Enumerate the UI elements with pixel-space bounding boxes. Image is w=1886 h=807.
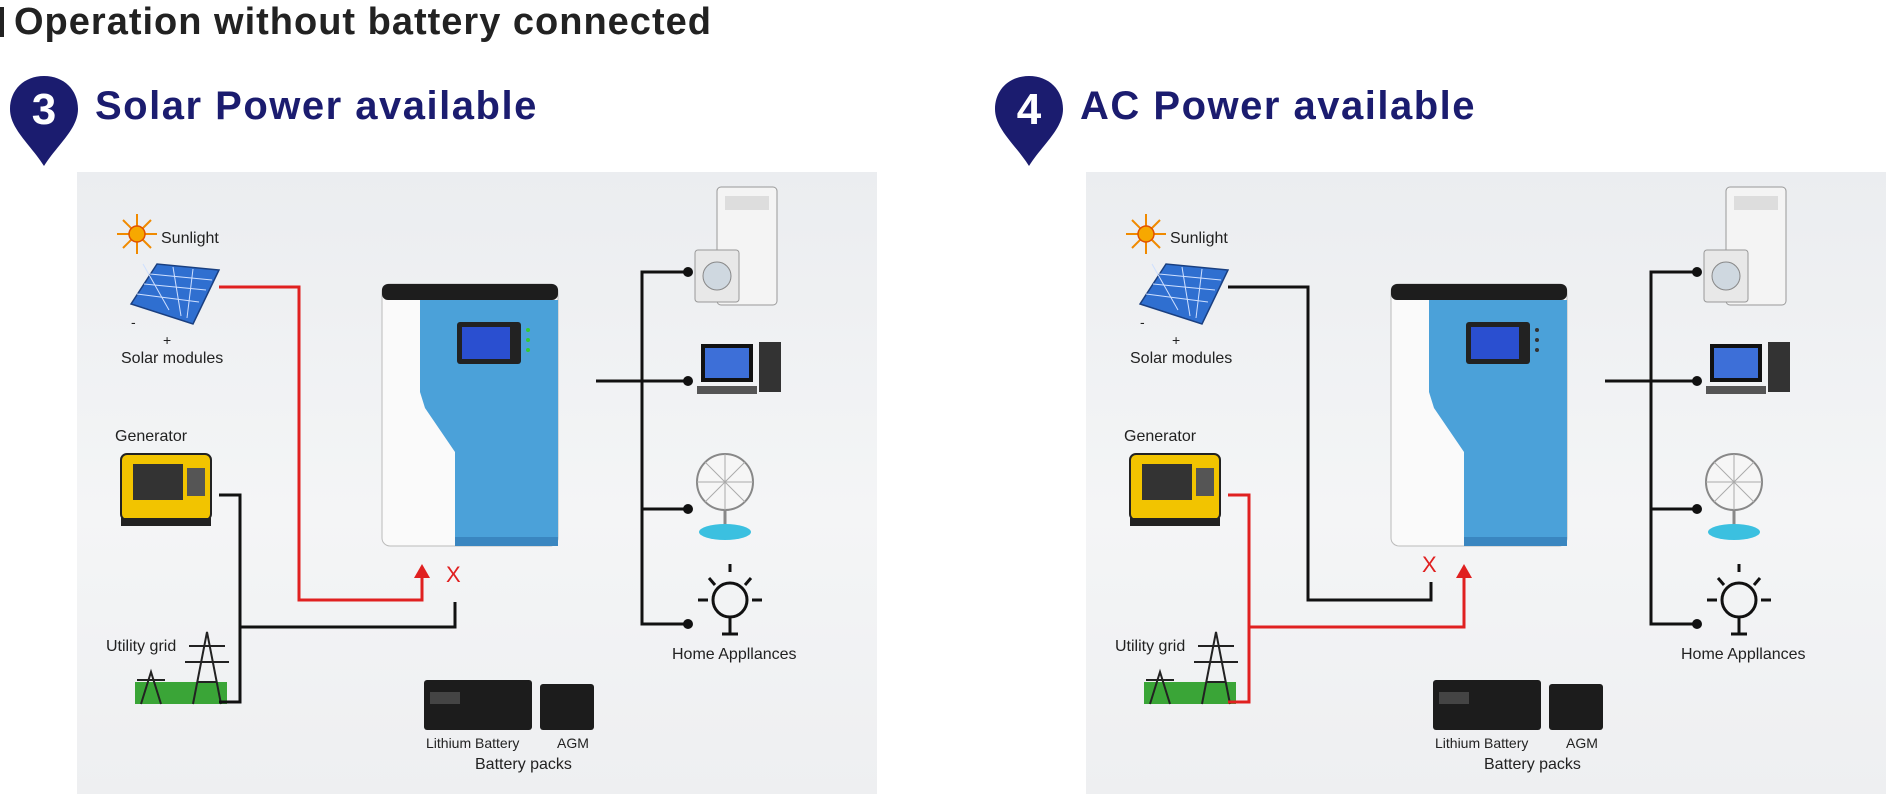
inverter-icon	[1390, 283, 1568, 547]
map-pin-icon: 3	[10, 76, 78, 166]
ac-input-wire	[240, 602, 457, 629]
pv-wire	[219, 285, 424, 602]
plus-terminal-label: +	[163, 332, 172, 348]
air-conditioner-icon	[694, 186, 778, 306]
generator-label: Generator	[115, 428, 188, 445]
blocked-mark: X	[446, 562, 461, 587]
computer-icon	[697, 342, 781, 394]
title-bar-mark	[0, 7, 4, 37]
utility-grid-icon	[1144, 631, 1238, 705]
utility-grid-icon	[135, 631, 229, 705]
section-number: 4	[1017, 85, 1042, 134]
ac-input-wire	[219, 493, 242, 704]
solar-modules-label: Solar modules	[1130, 350, 1233, 367]
section-title: Solar Power available	[95, 84, 538, 128]
inverter-icon	[381, 283, 559, 547]
agm-label: AGM	[557, 735, 589, 751]
fan-icon	[696, 453, 754, 540]
blocked-mark: X	[1422, 552, 1437, 577]
section-number: 3	[32, 85, 56, 134]
ac-input-wire	[1228, 493, 1251, 704]
agm-label: AGM	[1566, 735, 1598, 751]
wiring-diagram	[1126, 186, 1790, 730]
pv-wire	[1228, 285, 1433, 602]
utility-grid-label: Utility grid	[1115, 638, 1186, 655]
sunlight-label: Sunlight	[161, 230, 219, 247]
section-title: AC Power available	[1080, 84, 1477, 128]
plus-terminal-label: +	[1172, 332, 1181, 348]
generator-label: Generator	[1124, 428, 1197, 445]
page-title-text: Operation without battery connected	[14, 0, 712, 43]
flow-arrow-icon	[414, 564, 430, 578]
agm-battery-icon	[540, 684, 594, 730]
lithium-battery-label: Lithium Battery	[426, 735, 520, 751]
fan-icon	[1705, 453, 1763, 540]
lithium-battery-icon	[1433, 680, 1541, 730]
generator-icon	[120, 453, 212, 526]
ac-output-wire	[640, 270, 685, 626]
sun-icon	[117, 214, 157, 254]
light-bulb-icon	[698, 564, 762, 636]
wiring-diagram	[117, 186, 781, 730]
minus-terminal-label: -	[1140, 314, 1145, 330]
light-bulb-icon	[1707, 564, 1771, 636]
computer-icon	[1706, 342, 1790, 394]
sunlight-label: Sunlight	[1170, 230, 1228, 247]
battery-packs-label: Battery packs	[475, 756, 572, 773]
lithium-battery-icon	[424, 680, 532, 730]
utility-grid-label: Utility grid	[106, 638, 177, 655]
ac-input-wire	[1249, 577, 1466, 629]
diagram-panel-ac: Sunlight - + Solar modules Generator Uti…	[1086, 172, 1886, 794]
solar-modules-label: Solar modules	[121, 350, 224, 367]
home-appliances-label: Home Appllances	[672, 646, 797, 663]
air-conditioner-icon	[1703, 186, 1787, 306]
lithium-battery-label: Lithium Battery	[1435, 735, 1529, 751]
solar-panel-icon	[1138, 263, 1230, 325]
solar-panel-icon	[129, 263, 221, 325]
minus-terminal-label: -	[131, 314, 136, 330]
sun-icon	[1126, 214, 1166, 254]
map-pin-icon: 4	[995, 76, 1063, 166]
page-title: Operation without battery connected	[0, 0, 712, 44]
diagram-panel-solar: Sunlight - + Solar modules Generator Uti…	[77, 172, 877, 794]
home-appliances-label: Home Appllances	[1681, 646, 1806, 663]
battery-packs-label: Battery packs	[1484, 756, 1581, 773]
generator-icon	[1129, 453, 1221, 526]
ac-output-wire	[1649, 270, 1694, 626]
agm-battery-icon	[1549, 684, 1603, 730]
flow-arrow-icon	[1456, 564, 1472, 578]
